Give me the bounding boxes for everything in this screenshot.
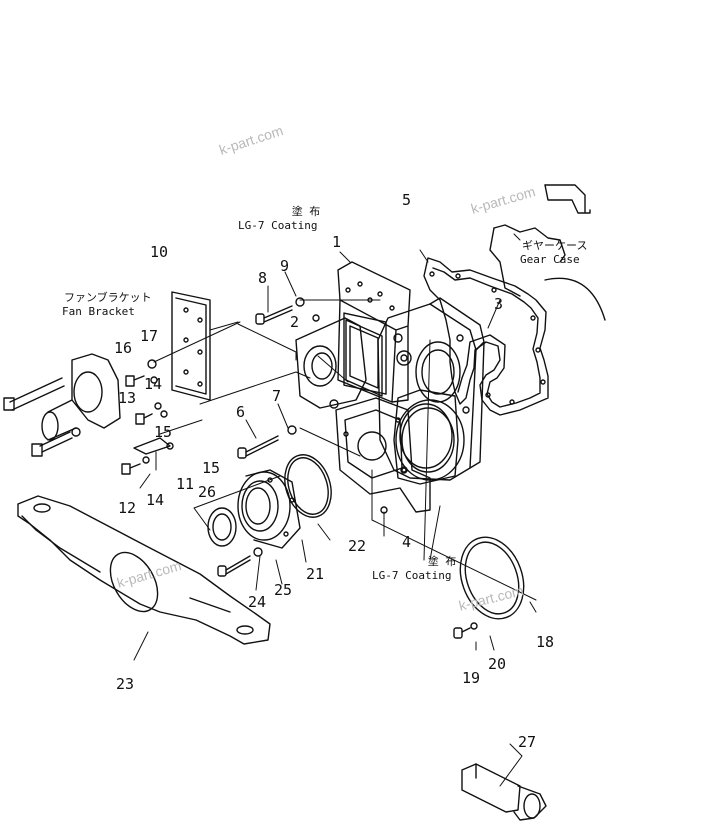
gear-case-label: Gear Case: [520, 253, 580, 266]
callout-16: 16: [114, 339, 133, 357]
coating-note-jp: 塗 布: [427, 555, 457, 568]
callout-13: 13: [118, 389, 137, 407]
small-fasteners: [121, 359, 174, 475]
callout-9: 9: [280, 257, 290, 275]
callout-3: 3: [494, 295, 504, 313]
mount-bracket-23: [17, 495, 271, 645]
fan-bracket-label: Fan Bracket: [62, 305, 135, 318]
callout-12: 12: [118, 499, 137, 517]
callout-21: 21: [306, 565, 325, 583]
callout-15: 15: [154, 423, 173, 441]
callout-4: 4: [402, 533, 412, 551]
seal-housing-21: [237, 469, 301, 549]
oil-seal-26: [207, 507, 237, 547]
gasket-5: [423, 257, 549, 416]
callout-2: 2: [290, 313, 300, 331]
coating-note: LG-7 Coating: [238, 219, 318, 232]
callout-8: 8: [258, 269, 268, 287]
callout-6: 6: [236, 403, 246, 421]
o-ring-22: [284, 454, 332, 518]
callout-27: 27: [518, 733, 537, 751]
callout-10: 10: [150, 243, 169, 261]
leader-lines: [133, 233, 537, 787]
callout-19: 19: [462, 669, 481, 687]
fan-bracket-label-jp: ファンブラケット: [64, 291, 152, 304]
callout-7: 7: [272, 387, 282, 405]
callout-15: 15: [202, 459, 221, 477]
coating-note-jp: 塗 布: [291, 205, 321, 218]
callout-14: 14: [146, 491, 165, 509]
callout-17: 17: [140, 327, 159, 345]
callout-22: 22: [348, 537, 367, 555]
cover-1: [337, 261, 411, 403]
callout-14: 14: [144, 375, 163, 393]
coating-note: LG-7 Coating: [372, 569, 452, 582]
seal-ring-18: [459, 536, 525, 620]
bolt-6: [237, 425, 297, 459]
callout-25: 25: [274, 581, 293, 599]
callout-26: 26: [198, 483, 217, 501]
callout-11: 11: [176, 475, 195, 493]
plate-10: [171, 291, 211, 401]
fan-bracket: [3, 353, 121, 457]
callout-24: 24: [248, 593, 267, 611]
washer-2: [312, 314, 320, 322]
callout-20: 20: [488, 655, 507, 673]
plug-27: [461, 763, 547, 821]
callout-1: 1: [332, 233, 342, 251]
bolt-19: [453, 622, 478, 639]
bolt-8: [255, 297, 305, 325]
callout-18: 18: [536, 633, 555, 651]
gear-case-label-jp: ギヤーケース: [522, 239, 588, 252]
front-housing: [295, 317, 431, 513]
washer-7: [329, 399, 339, 409]
gear-case-outline: [489, 184, 606, 321]
callout-5: 5: [402, 191, 412, 209]
bolt-24: [217, 547, 263, 577]
callout-23: 23: [116, 675, 135, 693]
